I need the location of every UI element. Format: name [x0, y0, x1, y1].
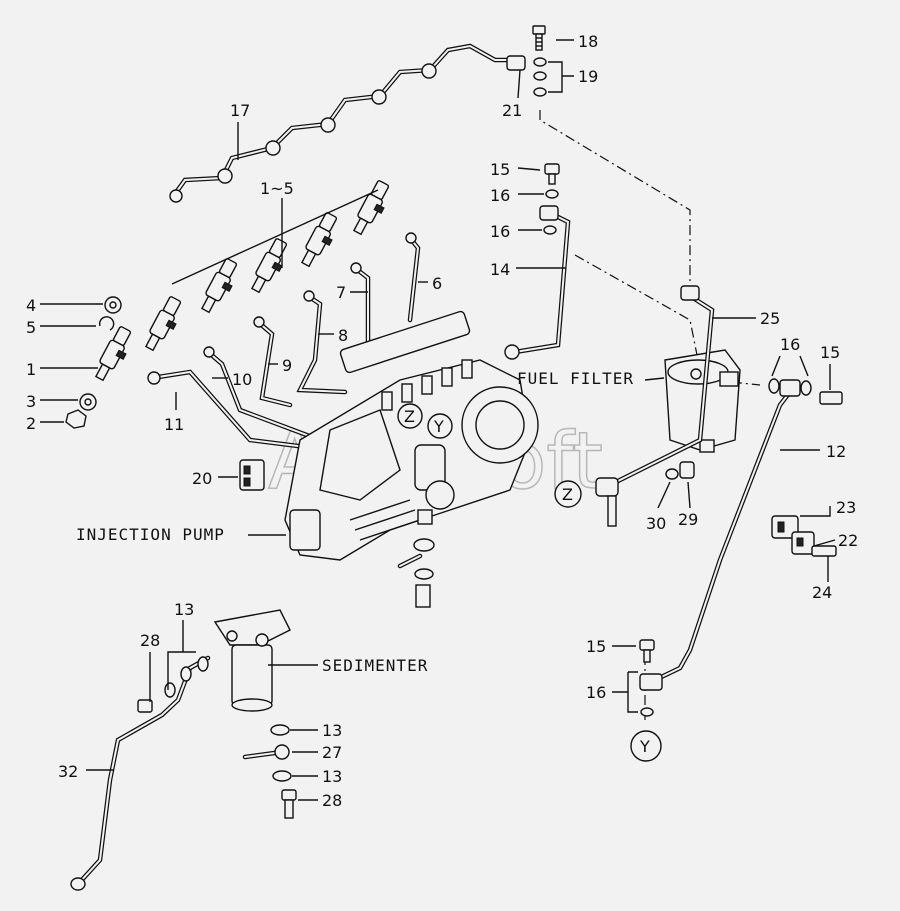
marker-y-pump: Y	[427, 413, 453, 439]
injection-nozzles	[94, 180, 390, 382]
sedimenter	[213, 609, 297, 819]
callout-6: 6	[432, 274, 442, 293]
callout-4: 4	[26, 296, 36, 315]
pipe-clamp-20	[239, 459, 265, 491]
nozzle-seals	[65, 296, 122, 429]
callout-24: 24	[812, 583, 832, 602]
fuel-pipe-25	[595, 285, 715, 527]
callout-28-left: 28	[140, 631, 160, 650]
marker-y-label-2: Y	[639, 737, 650, 756]
callout-20: 20	[192, 469, 212, 488]
callout-16-top: 16	[490, 186, 510, 205]
fuel-pipe-32	[70, 655, 211, 891]
callout-1: 1	[26, 360, 36, 379]
leader-lines	[40, 39, 836, 801]
fuel-pipe-12	[639, 378, 843, 717]
marker-z-label: Z	[404, 407, 415, 426]
callout-17: 17	[230, 101, 250, 120]
callout-32: 32	[58, 762, 78, 781]
callout-13-bottom: 13	[322, 767, 342, 786]
callout-11: 11	[164, 415, 184, 434]
callout-3: 3	[26, 392, 36, 411]
callout-9: 9	[282, 356, 292, 375]
callout-5: 5	[26, 318, 36, 337]
callout-14: 14	[490, 260, 510, 279]
callout-7: 7	[336, 283, 346, 302]
callout-12: 12	[826, 442, 846, 461]
marker-z-pump: Z	[397, 403, 423, 429]
injection-pump	[284, 359, 539, 608]
washers-19	[533, 57, 547, 97]
callout-16-right: 16	[780, 335, 800, 354]
caption-fuel-filter: FUEL FILTER	[517, 369, 634, 388]
callout-21: 21	[502, 101, 522, 120]
callout-22: 22	[838, 531, 858, 550]
banjo-bolt-18	[532, 25, 546, 51]
callout-16-mid: 16	[490, 222, 510, 241]
caption-sedimenter: SEDIMENTER	[322, 656, 428, 675]
marker-z-label-2: Z	[562, 485, 573, 504]
marker-y-label: Y	[433, 417, 444, 436]
callout-19: 19	[578, 67, 598, 86]
callout-15-bottom: 15	[586, 637, 606, 656]
fuel-filter	[664, 349, 741, 453]
caption-injection-pump: INJECTION PUMP	[76, 525, 225, 544]
callout-13-left: 13	[174, 600, 194, 619]
callout-8: 8	[338, 326, 348, 345]
clamp-parts-22-24	[771, 515, 837, 557]
callout-25: 25	[760, 309, 780, 328]
callout-23: 23	[836, 498, 856, 517]
marker-y-pipe: Y	[630, 730, 662, 762]
leak-off-pipe	[169, 43, 526, 203]
callout-13-mid: 13	[322, 721, 342, 740]
callout-18: 18	[578, 32, 598, 51]
bolt-washers-15-16	[543, 163, 560, 235]
marker-z-filter: Z	[554, 480, 582, 508]
callout-16-bottom: 16	[586, 683, 606, 702]
callout-15-right: 15	[820, 343, 840, 362]
callout-15-top: 15	[490, 160, 510, 179]
callout-2: 2	[26, 414, 36, 433]
delivery-valves	[381, 359, 473, 411]
callout-28-bottom: 28	[322, 791, 342, 810]
fuel-pipe-14	[504, 205, 571, 360]
injection-pipes	[147, 232, 471, 453]
callout-27: 27	[322, 743, 342, 762]
callout-29: 29	[678, 510, 698, 529]
callout-30: 30	[646, 514, 666, 533]
callout-10: 10	[232, 370, 252, 389]
callout-1-5: 1~5	[260, 179, 294, 198]
callout-numbers: 18 19 21 17 15 16 16 14 1~5 6 7 8 9 10 1…	[26, 32, 858, 810]
